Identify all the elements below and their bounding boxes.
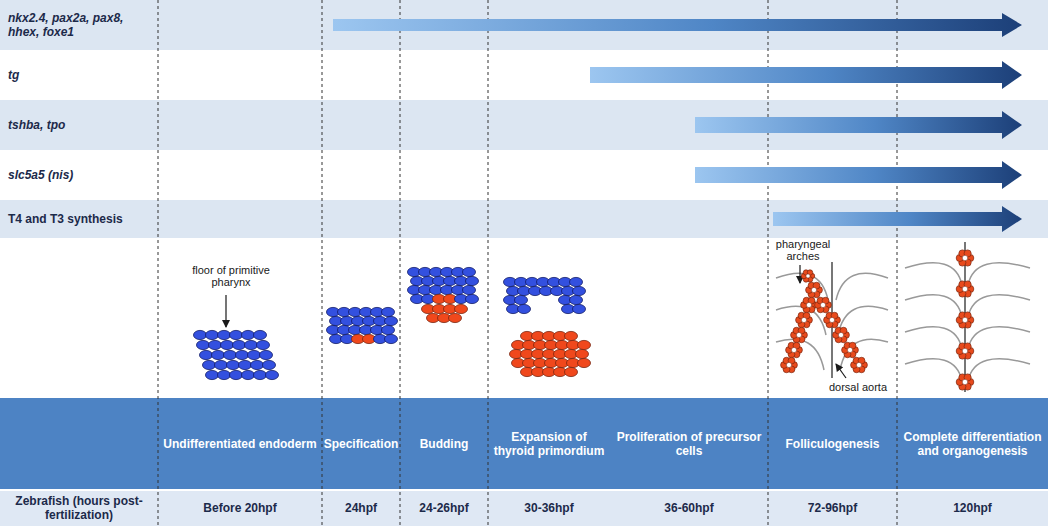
gene-label: tg bbox=[8, 68, 153, 82]
gene-label: nkx2.4, pax2a, pax8, hhex, foxe1 bbox=[8, 11, 153, 39]
gene-label: tshba, tpo bbox=[8, 118, 153, 132]
gene-row-band: tg bbox=[0, 50, 1048, 100]
gene-label: slc5a5 (nis) bbox=[8, 168, 153, 182]
gene-row-band: tshba, tpo bbox=[0, 100, 1048, 150]
gene-row-band: slc5a5 (nis) bbox=[0, 150, 1048, 200]
gene-row-band: nkx2.4, pax2a, pax8, hhex, foxe1 bbox=[0, 0, 1048, 50]
stage-name: Complete differentiation and organogenes… bbox=[897, 398, 1048, 490]
illustration-label: dorsal aorta bbox=[822, 379, 894, 395]
gene-row-band: T4 and T3 synthesis bbox=[0, 200, 1048, 238]
axis-title: Zebrafish (hours post-fertilization) bbox=[0, 490, 158, 526]
stage-name: Specification bbox=[322, 398, 400, 490]
gene-label: T4 and T3 synthesis bbox=[8, 212, 153, 226]
stage-name: Expansion of thyroid primordium bbox=[488, 398, 610, 490]
stage-name: Budding bbox=[400, 398, 488, 490]
illustration-label: floor of primitive pharynx bbox=[186, 258, 276, 294]
time-value: 72-96hpf bbox=[768, 490, 897, 526]
illustration-label: pharyngeal arches bbox=[768, 236, 838, 264]
time-value: 24hpf bbox=[322, 490, 400, 526]
time-value: 30-36hpf bbox=[488, 490, 610, 526]
stage-name: Undifferentiated endoderm bbox=[158, 398, 322, 490]
time-value: 120hpf bbox=[897, 490, 1048, 526]
time-value: 36-60hpf bbox=[610, 490, 768, 526]
stage-name: Folliculogenesis bbox=[768, 398, 897, 490]
stage-name: Proliferation of precursor cells bbox=[610, 398, 768, 490]
time-value: 24-26hpf bbox=[400, 490, 488, 526]
time-value: Before 20hpf bbox=[158, 490, 322, 526]
